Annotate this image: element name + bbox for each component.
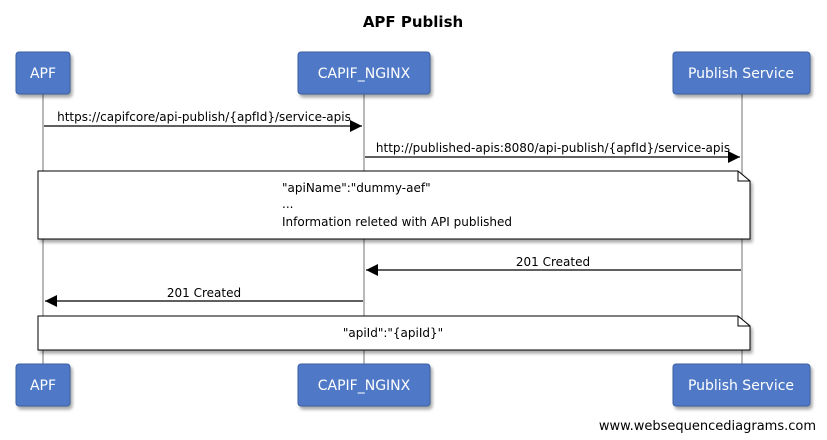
participant-capif-nginx-label: CAPIF_NGINX	[318, 66, 411, 82]
message-publish-to-nginx: 201 Created	[366, 255, 741, 276]
note-line: ...	[282, 197, 293, 211]
participant-publish-service-label: Publish Service	[688, 66, 794, 82]
participant-apf-bottom: APF	[15, 363, 71, 407]
message-label: https://capifcore/api-publish/{apfId}/se…	[57, 110, 351, 124]
participant-capif-nginx-top: CAPIF_NGINX	[297, 51, 431, 95]
note-api-id: "apiId":"{apiId}"	[37, 315, 751, 351]
participant-apf-label: APF	[30, 66, 56, 82]
note-api-published: "apiName":"dummy-aef" ... Information re…	[37, 170, 751, 240]
message-apf-to-nginx: https://capifcore/api-publish/{apfId}/se…	[44, 110, 362, 132]
diagram-title: APF Publish	[363, 13, 463, 31]
participant-capif-nginx-bottom: CAPIF_NGINX	[297, 363, 431, 407]
participant-publish-service-top: Publish Service	[672, 51, 811, 95]
participant-publish-service-label: Publish Service	[688, 378, 794, 394]
footer-watermark: www.websequencediagrams.com	[599, 419, 816, 434]
note-line: "apiName":"dummy-aef"	[282, 181, 431, 195]
message-label: http://published-apis:8080/api-publish/{…	[376, 141, 730, 155]
participant-apf-top: APF	[15, 51, 71, 95]
participant-capif-nginx-label: CAPIF_NGINX	[318, 378, 411, 394]
message-nginx-to-publish: http://published-apis:8080/api-publish/{…	[365, 141, 740, 163]
message-label: 201 Created	[167, 286, 241, 300]
participant-publish-service-bottom: Publish Service	[672, 363, 811, 407]
note-line: Information releted with API published	[282, 215, 512, 229]
message-label: 201 Created	[516, 255, 590, 269]
message-nginx-to-apf: 201 Created	[45, 286, 363, 307]
participant-apf-label: APF	[30, 378, 56, 394]
note-line: "apiId":"{apiId}"	[343, 326, 443, 340]
